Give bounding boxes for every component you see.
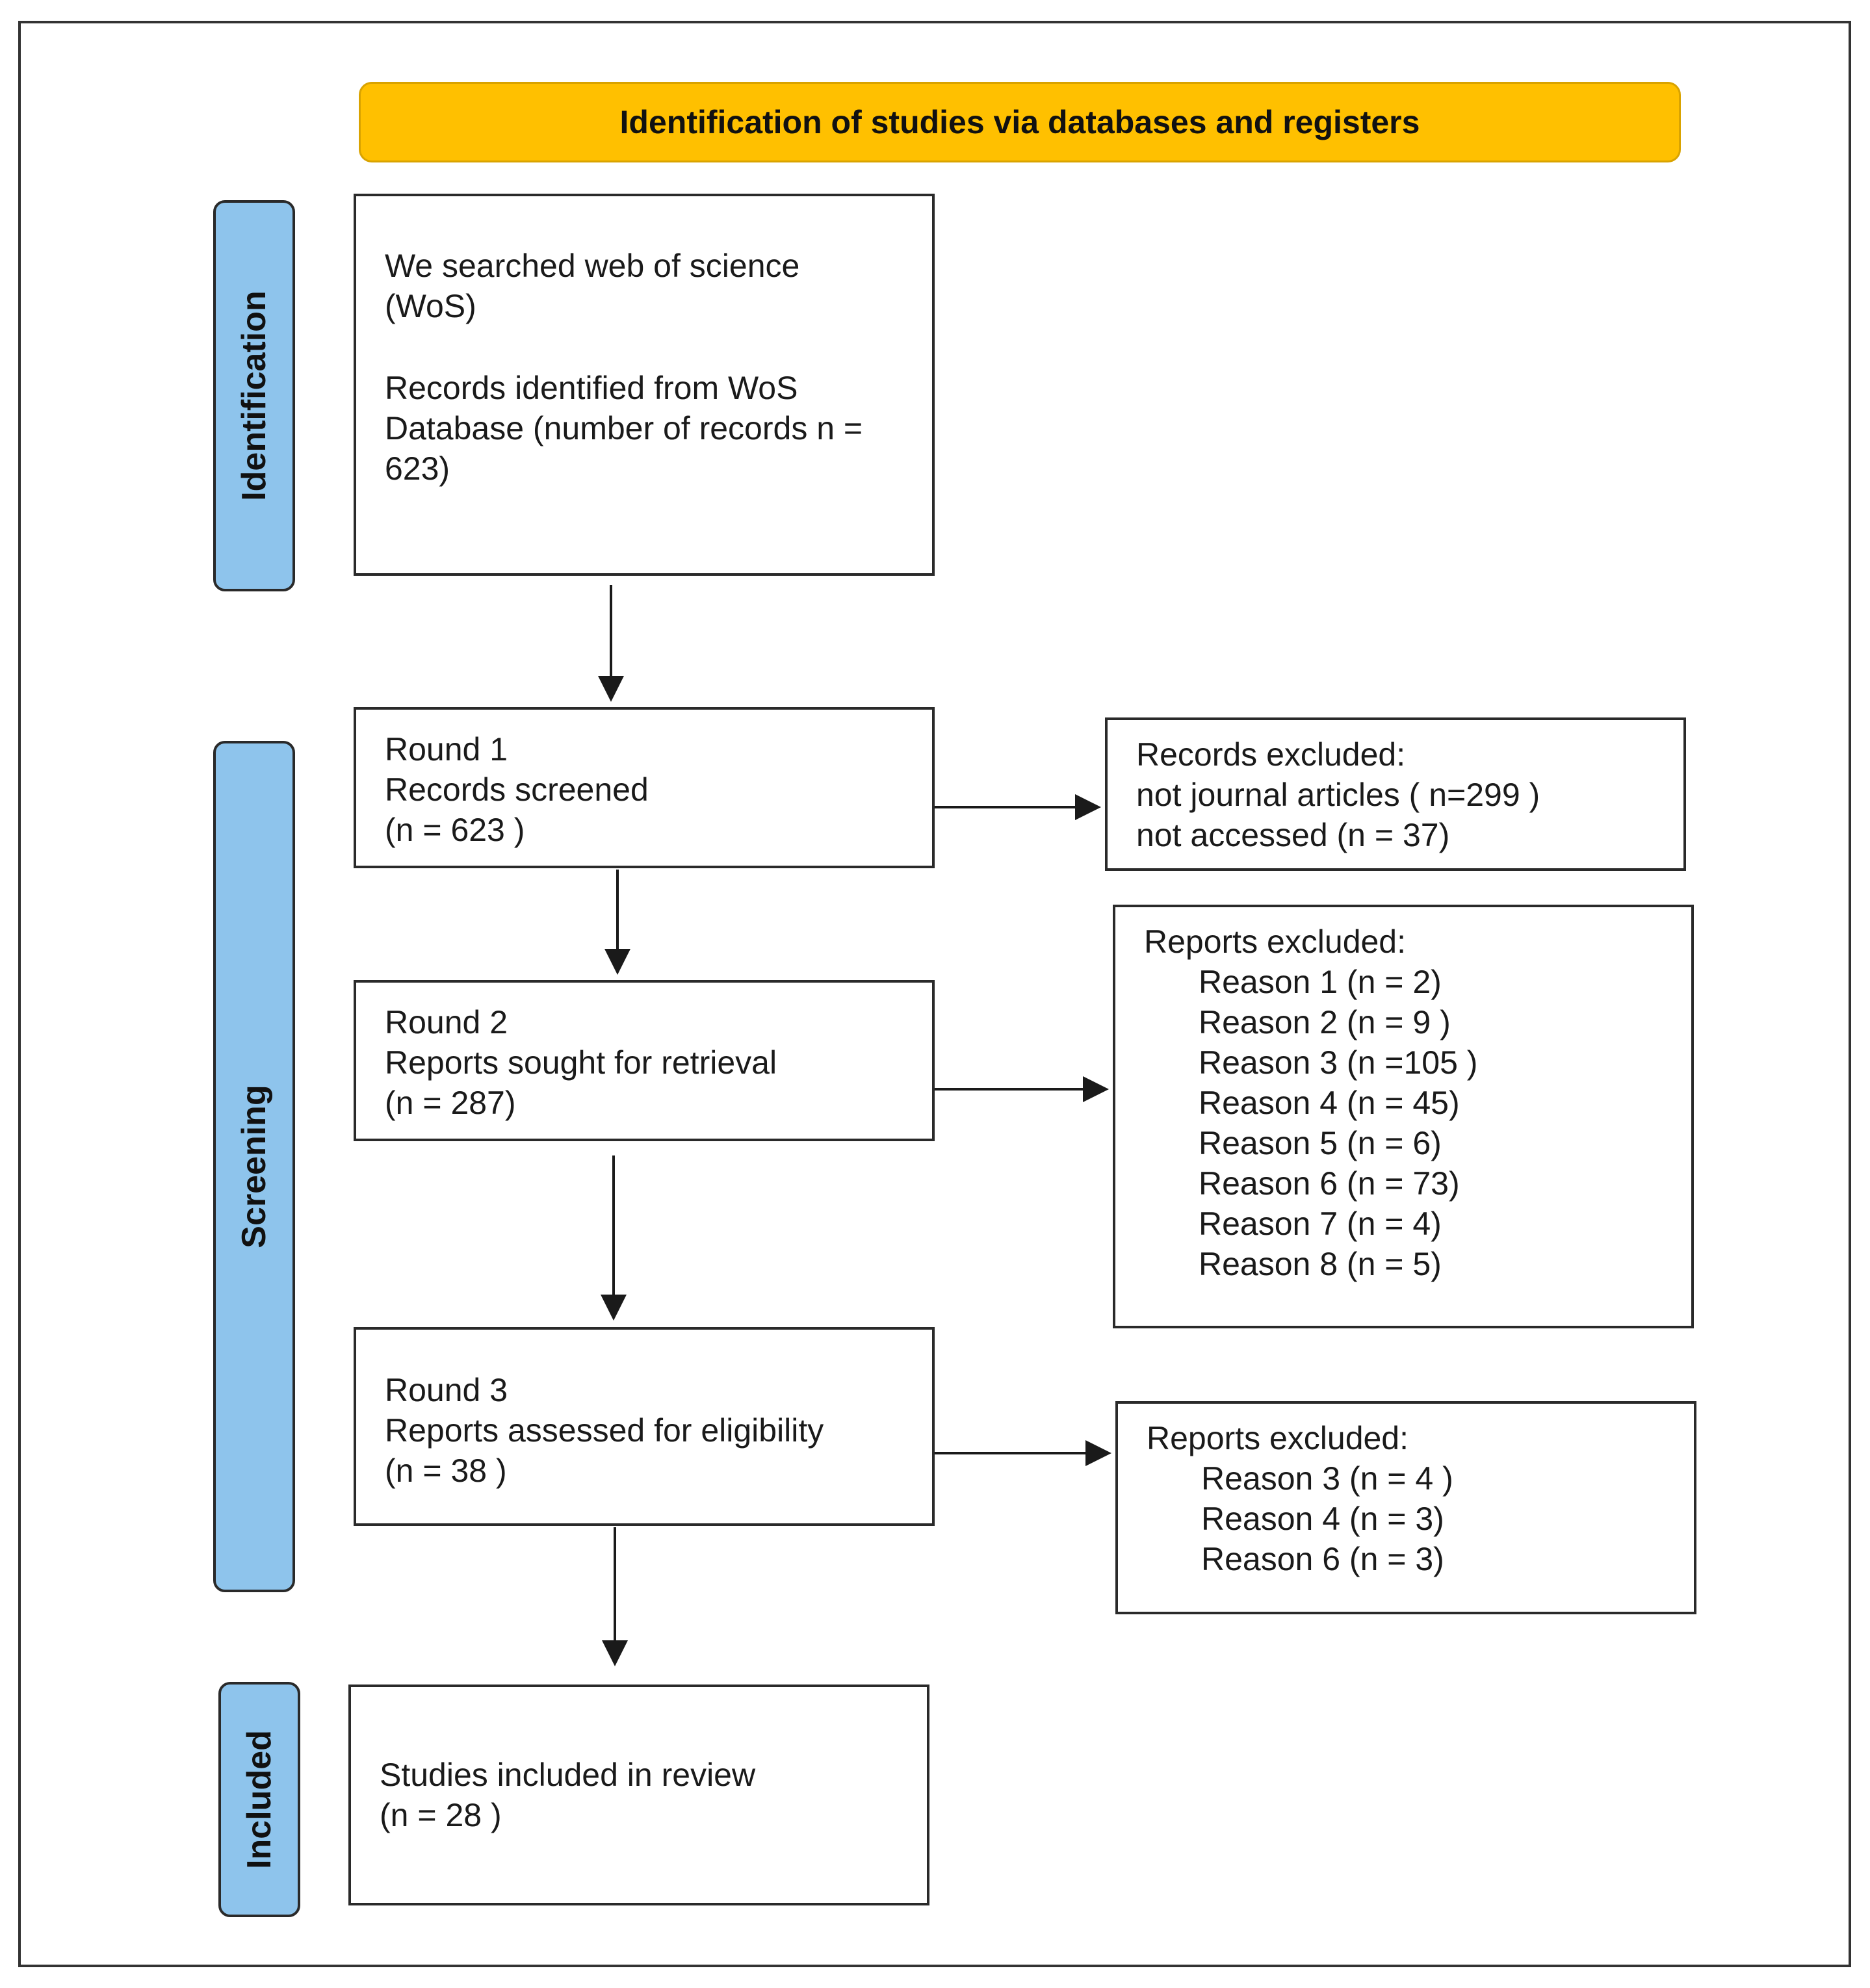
- reports-excluded-round2-box: Reports excluded: Reason 1 (n = 2) Reaso…: [1113, 905, 1694, 1328]
- exclusion-reason: Reason 3 (n =105 ): [1199, 1044, 1478, 1081]
- records-excluded-title: Records excluded:: [1136, 736, 1406, 773]
- exclusion-reason: Reason 6 (n = 3): [1201, 1541, 1444, 1577]
- identification-box: We searched web of science (WoS) Records…: [354, 194, 935, 576]
- round2-heading: Round 2: [385, 1004, 508, 1040]
- reports-excluded-round3-box: Reports excluded: Reason 3 (n = 4 ) Reas…: [1115, 1401, 1696, 1614]
- exclusion-reason: Reason 8 (n = 5): [1199, 1246, 1442, 1282]
- reports-excluded-title: Reports excluded:: [1147, 1420, 1409, 1456]
- exclusion-reason: Reason 7 (n = 4): [1199, 1206, 1442, 1242]
- round1-count: (n = 623 ): [385, 812, 525, 848]
- round3-description: Reports assessed for eligibility: [385, 1412, 824, 1449]
- round2-description: Reports sought for retrieval: [385, 1044, 777, 1081]
- exclusion-reason: Reason 4 (n = 3): [1201, 1501, 1444, 1537]
- reports-excluded-title: Reports excluded:: [1144, 923, 1407, 960]
- exclusion-reason: Reason 6 (n = 73): [1199, 1165, 1460, 1202]
- round2-count: (n = 287): [385, 1085, 516, 1121]
- identification-text-2: (WoS): [385, 288, 476, 324]
- exclusion-reason: Reason 1 (n = 2): [1199, 964, 1442, 1000]
- records-excluded-item: not journal articles ( n=299 ): [1136, 777, 1540, 813]
- phase-screening: Screening: [213, 741, 295, 1592]
- identification-text-1: We searched web of science: [385, 248, 800, 284]
- identification-text-3: Records identified from WoS: [385, 370, 798, 406]
- identification-text-4: Database (number of records n =: [385, 410, 863, 446]
- banner-title: Identification of studies via databases …: [359, 82, 1681, 162]
- included-description: Studies included in review: [380, 1757, 756, 1793]
- included-box: Studies included in review (n = 28 ): [348, 1685, 929, 1905]
- diagram-frame: [18, 21, 1851, 1967]
- included-count: (n = 28 ): [380, 1797, 502, 1833]
- round2-box: Round 2 Reports sought for retrieval (n …: [354, 980, 935, 1141]
- records-excluded-item: not accessed (n = 37): [1136, 817, 1450, 853]
- phase-identification: Identification: [213, 200, 295, 591]
- records-excluded-box: Records excluded: not journal articles (…: [1105, 717, 1686, 871]
- exclusion-reason: Reason 2 (n = 9 ): [1199, 1004, 1451, 1040]
- identification-text-5: 623): [385, 450, 450, 487]
- round1-description: Records screened: [385, 771, 649, 808]
- round3-heading: Round 3: [385, 1372, 508, 1408]
- round1-box: Round 1 Records screened (n = 623 ): [354, 707, 935, 868]
- exclusion-reason: Reason 3 (n = 4 ): [1201, 1460, 1453, 1497]
- round3-box: Round 3 Reports assessed for eligibility…: [354, 1327, 935, 1526]
- round1-heading: Round 1: [385, 731, 508, 768]
- round3-count: (n = 38 ): [385, 1452, 507, 1489]
- exclusion-reason: Reason 5 (n = 6): [1199, 1125, 1442, 1161]
- exclusion-reason: Reason 4 (n = 45): [1199, 1085, 1460, 1121]
- phase-included: Included: [218, 1682, 300, 1917]
